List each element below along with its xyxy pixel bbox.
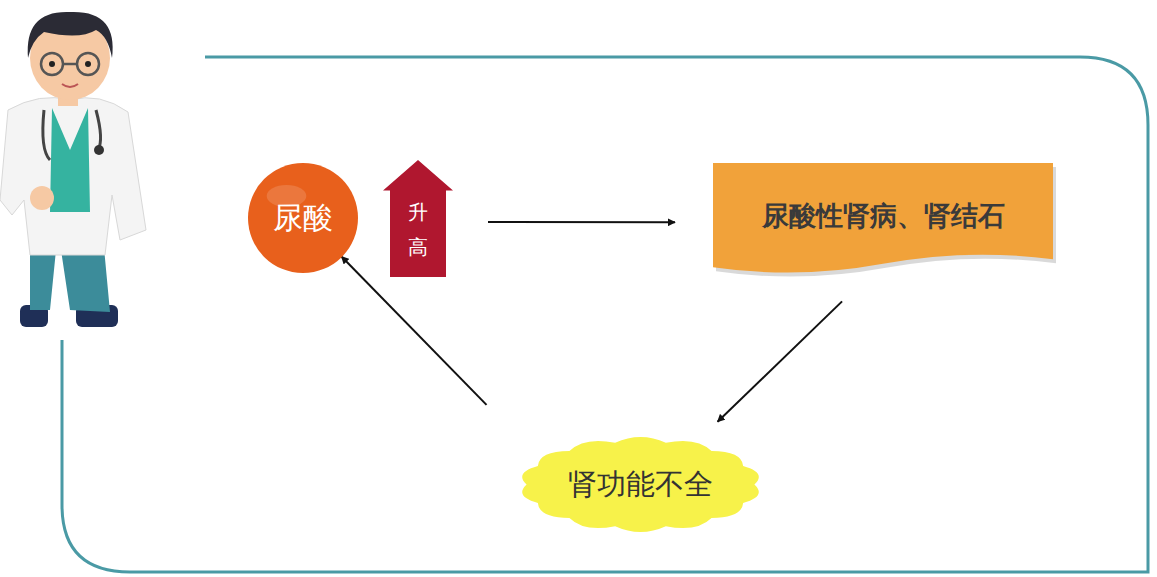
node-label: 肾功能不全	[568, 465, 713, 505]
flow-arrow	[718, 301, 843, 421]
circle-node: 尿酸	[248, 163, 358, 273]
banner-node: 尿酸性肾病、肾结石	[713, 163, 1053, 275]
flow-arrow	[488, 221, 675, 223]
node-label: 尿酸性肾病、肾结石	[762, 198, 1005, 234]
frame-line	[62, 57, 1148, 572]
doctor-figure	[0, 12, 146, 327]
node-label: 尿酸	[273, 198, 333, 239]
cloud-node: 肾功能不全	[518, 437, 763, 532]
flow-arrow	[342, 257, 487, 405]
uparrow-node: 升高	[383, 160, 453, 277]
node-label: 升高	[408, 195, 428, 265]
